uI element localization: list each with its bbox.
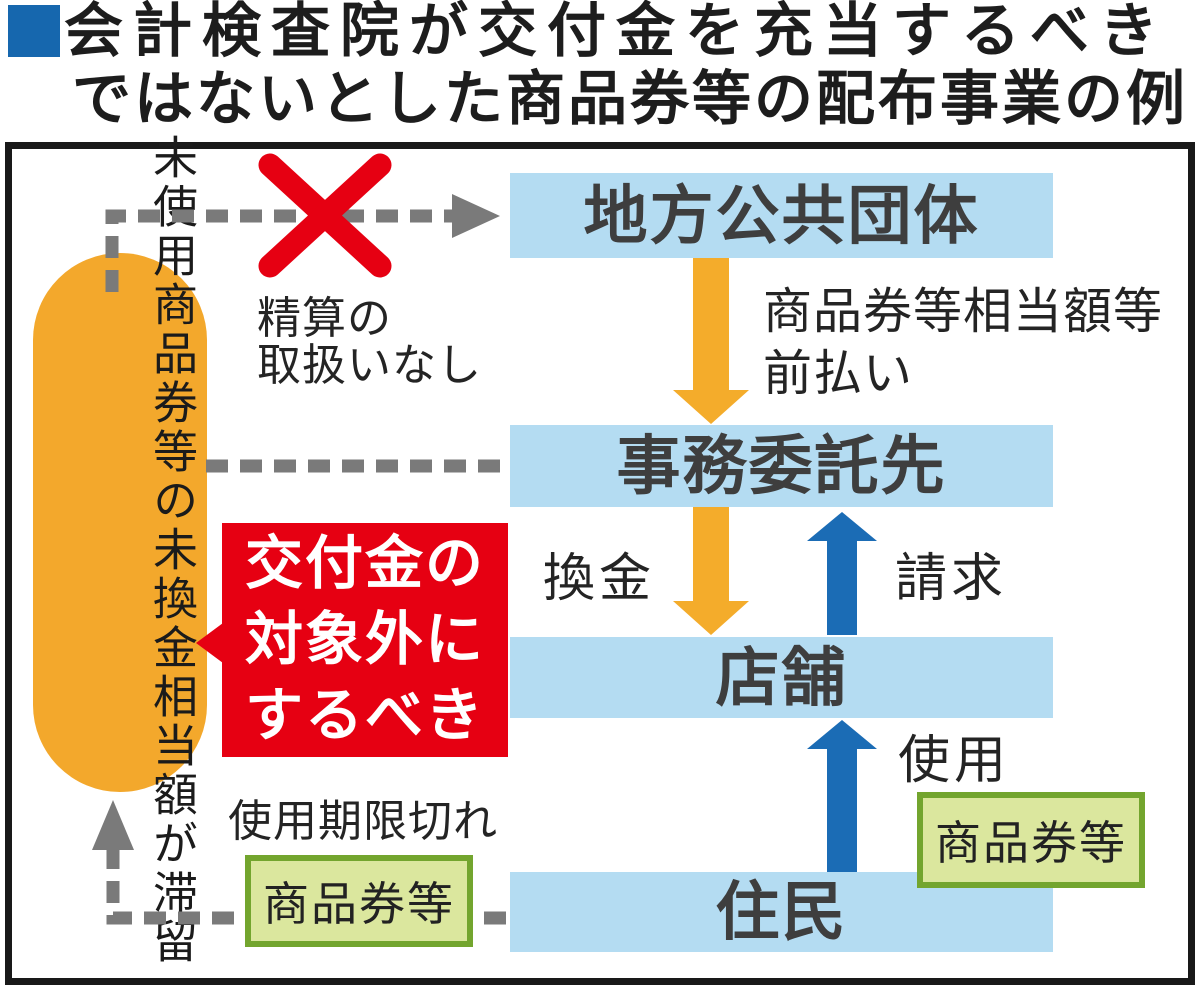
node-municipality: 地方公共団体 <box>510 173 1053 258</box>
label-expired: 使用期限切れ <box>228 797 498 846</box>
label-no-settlement: 精算の 取扱いなし <box>257 295 482 389</box>
label-prepay-line2: 前払い <box>763 347 914 401</box>
label-redeem: 換金 <box>543 550 656 608</box>
label-no-settlement-line2: 取扱いなし <box>257 341 482 390</box>
stagnation-text-col-left: 未換金相当額が滞留 <box>146 526 197 967</box>
label-use: 使用 <box>898 732 1011 790</box>
voucher-tag-right: 商品券等 <box>917 792 1145 888</box>
node-contractor: 事務委託先 <box>510 425 1053 507</box>
exclude-recommendation-box: 交付金の 対象外に するべき <box>222 523 508 757</box>
exclude-line-1: 交付金の <box>244 531 485 596</box>
voucher-tag-bottom-left: 商品券等 <box>245 855 473 947</box>
title-line-2: ではないとした商品券等の配布事業の例 <box>72 66 1189 132</box>
exclude-line-2: 対象外に <box>244 607 485 672</box>
exclude-box-pointer-icon <box>196 623 223 663</box>
title-line-1: 会計検査院が交付金を充当するべき <box>64 0 1169 64</box>
diagram-frame <box>5 142 1195 985</box>
exclude-line-3: するべき <box>244 683 485 748</box>
stagnation-capsule: 未使用商品券等の未換金相当額が滞留 <box>33 134 207 967</box>
stagnation-capsule-text: 未使用商品券等の未換金相当額が滞留 <box>33 134 207 967</box>
label-prepay-line1: 商品券等相当額等 <box>763 285 1164 339</box>
title-bullet-square <box>8 5 60 57</box>
stagnation-text-col-right: 未使用商品券等の <box>146 134 197 526</box>
label-bill: 請求 <box>895 550 1008 608</box>
label-no-settlement-line1: 精算の <box>257 294 392 343</box>
node-store: 店舗 <box>510 637 1053 718</box>
